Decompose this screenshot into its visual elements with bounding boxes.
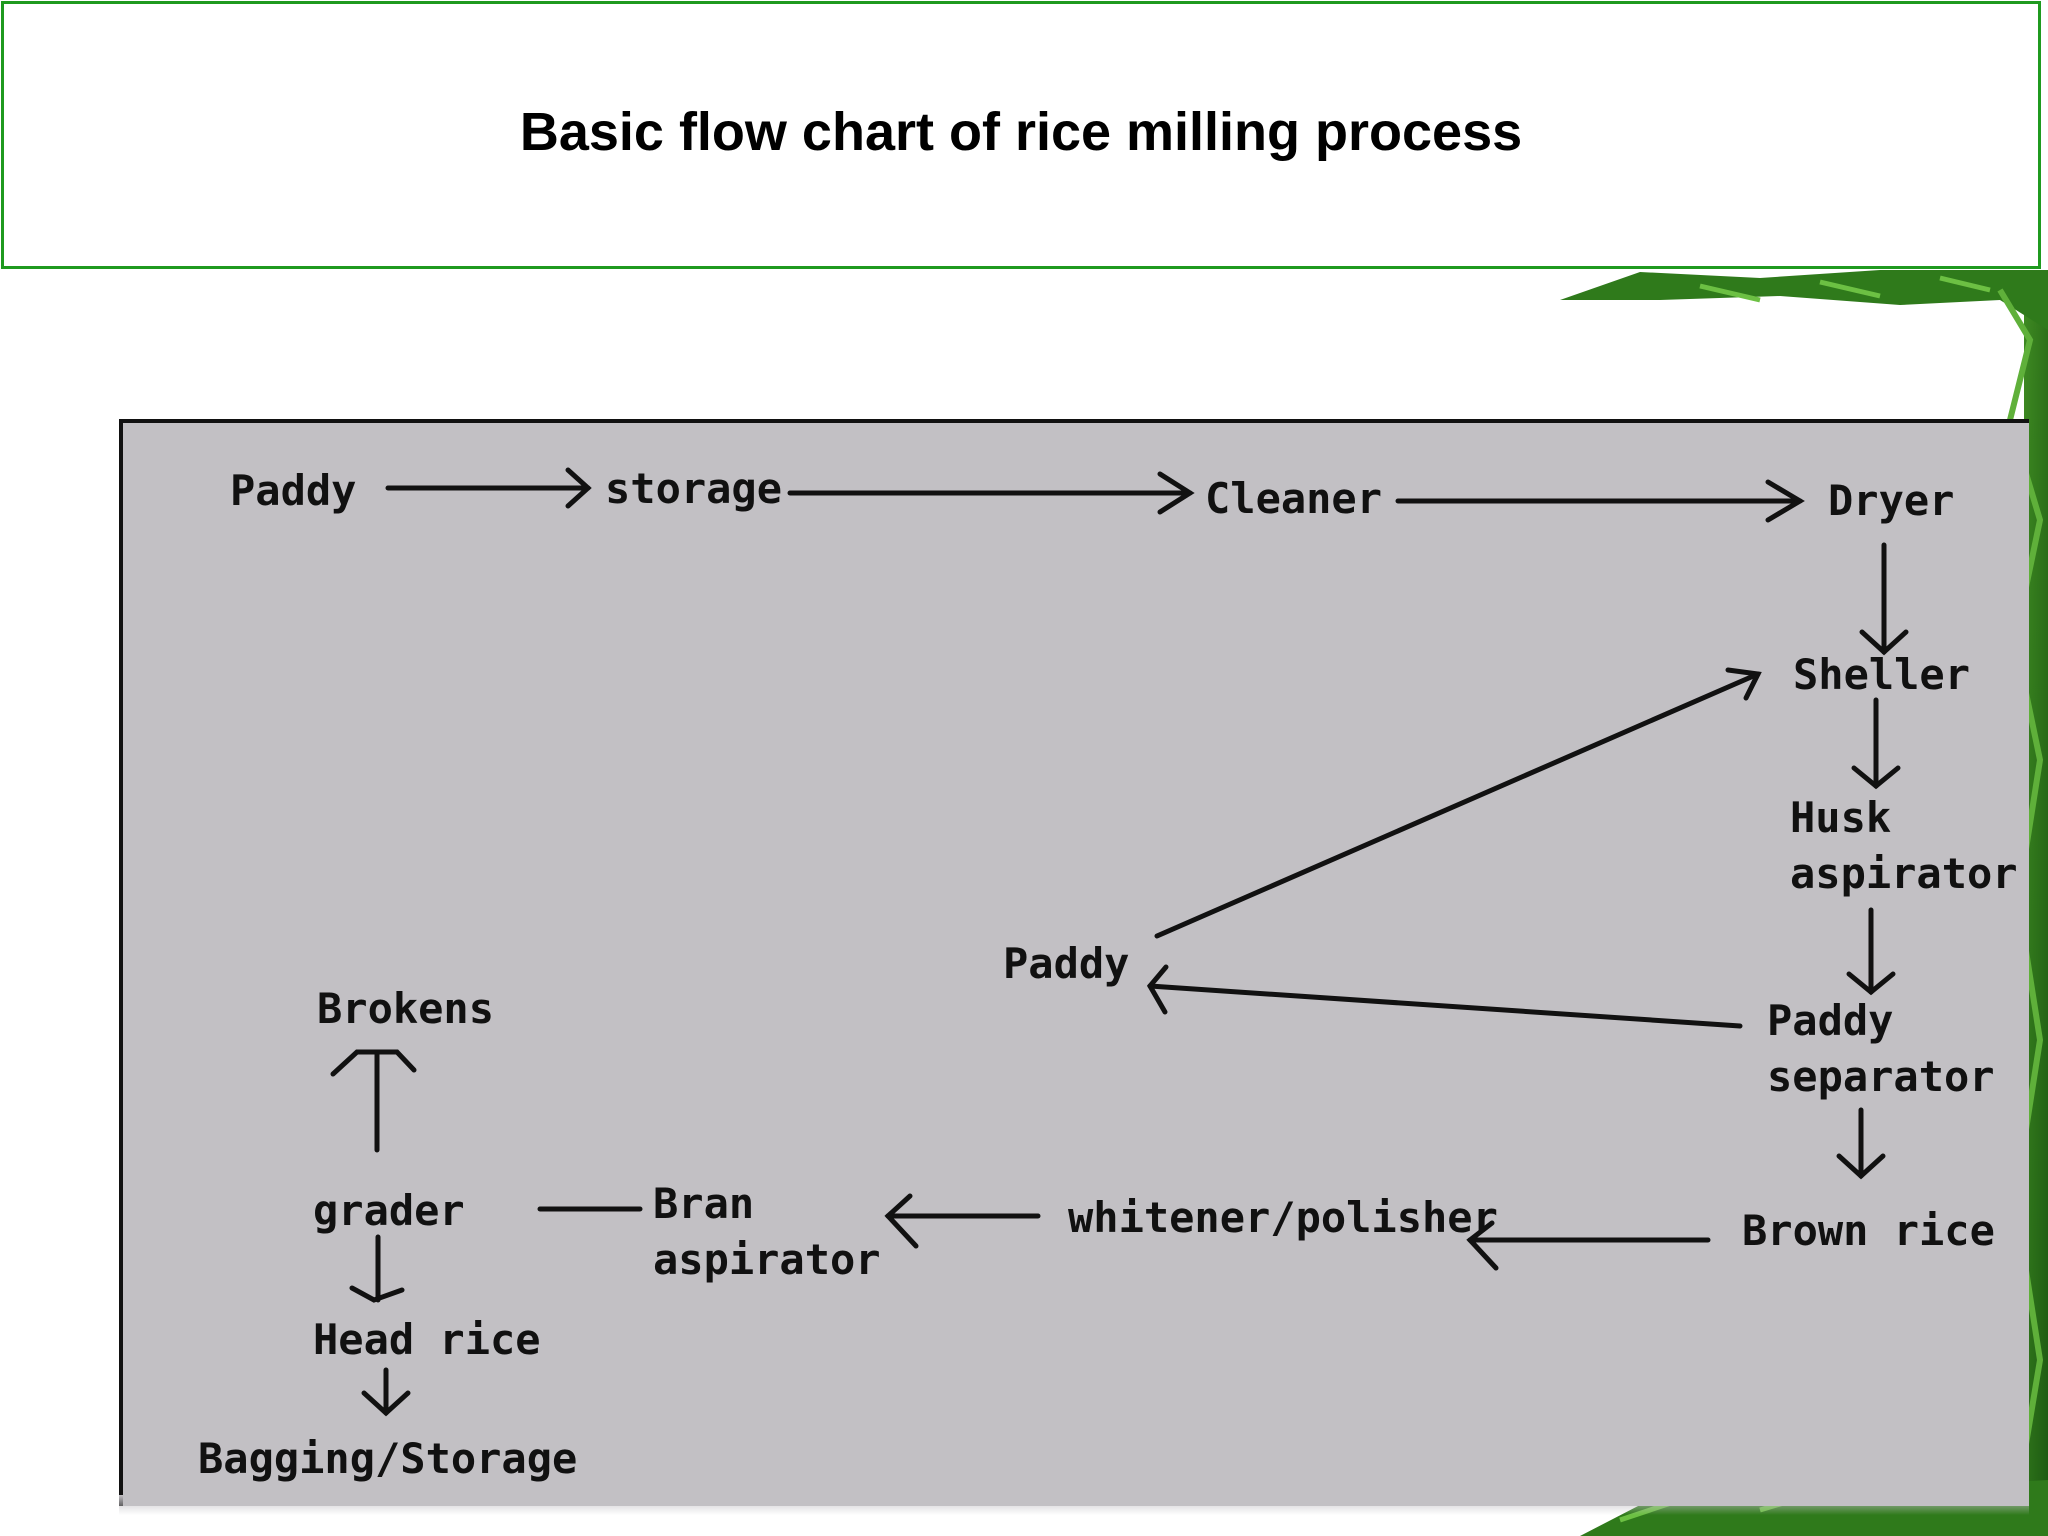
arrow-paddy-to-sheller [1154, 667, 1762, 939]
node-paddy-start: Paddy [230, 466, 357, 515]
node-sheller: Sheller [1793, 650, 1971, 699]
arrow-separator-to-paddy [1146, 964, 1743, 1029]
arrow-sheller-to-husk [1851, 697, 1901, 790]
arrow-paddy-to-storage [385, 467, 592, 509]
node-paddy-separator-line2: separator [1767, 1052, 1995, 1101]
node-storage: storage [605, 464, 783, 513]
node-paddy-return: Paddy [1003, 939, 1130, 988]
node-husk-aspirator-line2: aspirator [1790, 849, 2018, 898]
node-husk-aspirator-line1: Husk [1790, 793, 1892, 842]
diagram-panel [119, 419, 2029, 1506]
node-grader: grader [313, 1186, 465, 1235]
node-paddy-separator: Paddy separator [1767, 993, 1995, 1105]
title-box: Basic flow chart of rice milling process [1, 1, 2041, 269]
page-title: Basic flow chart of rice milling process [519, 102, 1523, 162]
node-bran-aspirator: Bran aspirator [653, 1176, 881, 1288]
arrow-dryer-to-sheller [1859, 542, 1909, 656]
node-husk-aspirator: Husk aspirator [1790, 790, 2018, 902]
arrow-whitener-to-bran [884, 1193, 1041, 1249]
arrow-husk-to-separator [1846, 907, 1896, 996]
node-brokens: Brokens [317, 984, 495, 1033]
node-cleaner: Cleaner [1205, 474, 1383, 523]
arrow-head-rice-to-bagging [361, 1367, 411, 1417]
arrow-grader-to-brokens [330, 1049, 417, 1153]
node-bran-aspirator-line1: Bran [653, 1179, 755, 1228]
arrow-cleaner-to-dryer [1395, 479, 1805, 523]
arrow-grader-to-head-rice [349, 1234, 405, 1303]
node-brown-rice: Brown rice [1742, 1206, 1995, 1255]
arrow-separator-to-brown-rice [1836, 1107, 1886, 1180]
panel-shadow [119, 1495, 2029, 1515]
node-bran-aspirator-line2: aspirator [653, 1235, 881, 1284]
node-dryer: Dryer [1828, 476, 1955, 525]
node-paddy-separator-line1: Paddy [1767, 996, 1894, 1045]
node-bagging-storage: Bagging/Storage [198, 1434, 578, 1483]
arrow-brown-rice-to-whitener [1466, 1220, 1711, 1271]
node-head-rice: Head rice [313, 1315, 541, 1364]
arrow-storage-to-cleaner [787, 471, 1195, 515]
node-whitener-polisher: whitener/polisher [1068, 1193, 1498, 1242]
